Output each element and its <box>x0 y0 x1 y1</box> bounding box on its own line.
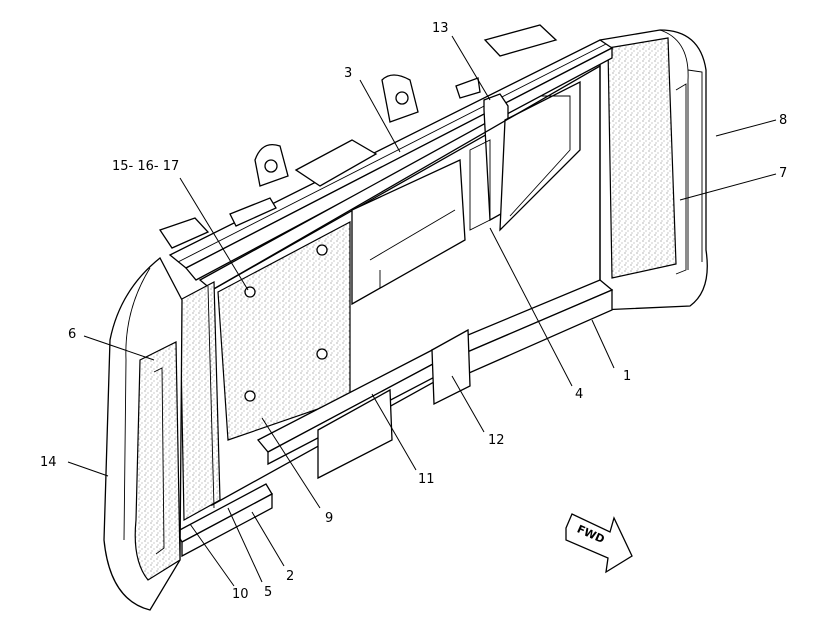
fwd-direction-arrow: FWD <box>565 513 633 574</box>
lifting-eye-left <box>254 143 289 187</box>
callout-1: 1 <box>623 369 631 384</box>
callout-2: 2 <box>286 569 294 584</box>
callout-11: 11 <box>418 472 435 487</box>
callout-3: 3 <box>344 66 352 81</box>
angled-box <box>499 80 581 232</box>
callout-13: 13 <box>432 21 449 36</box>
callout-7: 7 <box>779 166 787 181</box>
top-corner-blocks <box>158 24 558 249</box>
callout-6: 6 <box>68 327 76 342</box>
left-bumper-pad <box>134 341 181 581</box>
hanging-plate-right <box>431 328 471 406</box>
leader-lines <box>67 35 777 587</box>
callout-5: 5 <box>264 585 272 600</box>
callout-15-16-17: 15- 16- 17 <box>112 159 179 174</box>
callout-9: 9 <box>325 511 333 526</box>
access-plate <box>294 139 378 187</box>
lifting-eye-right <box>381 74 419 123</box>
left-side-pad <box>179 281 221 522</box>
callout-4: 4 <box>575 387 583 402</box>
callout-12: 12 <box>488 433 505 448</box>
callout-8: 8 <box>779 113 787 128</box>
hanging-plate-left <box>317 388 393 480</box>
inner-window <box>351 159 466 306</box>
callout-10: 10 <box>232 587 249 602</box>
callout-labels: 13 3 15- 16- 17 8 7 6 14 1 4 12 11 9 2 5… <box>40 21 787 602</box>
bolts <box>244 244 328 402</box>
callout-14: 14 <box>40 455 57 470</box>
right-side-pad <box>607 37 677 279</box>
